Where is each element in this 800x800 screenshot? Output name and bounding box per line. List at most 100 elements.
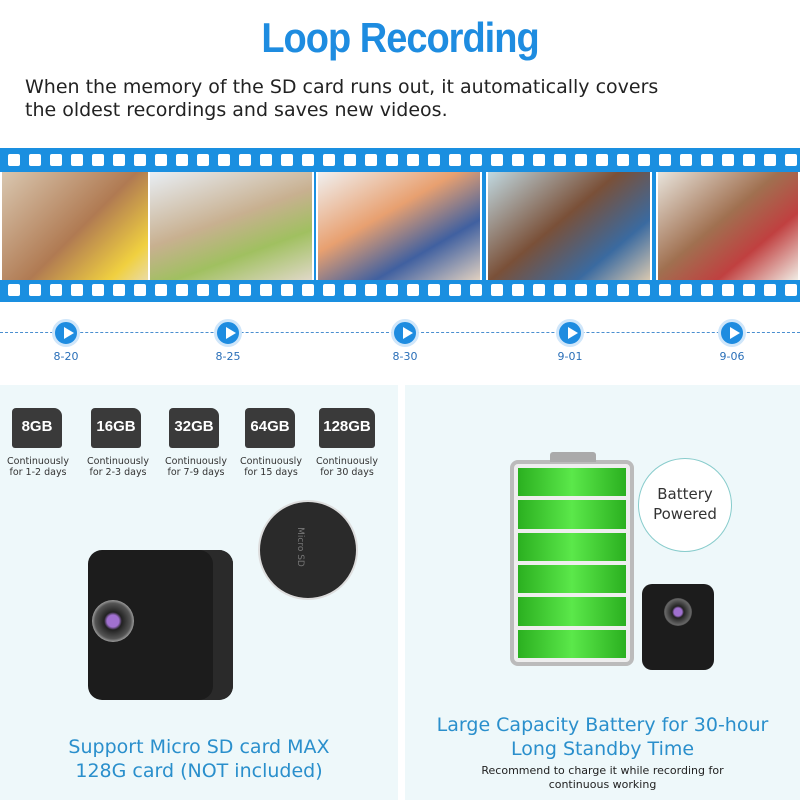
play-icon[interactable]: [214, 319, 242, 347]
description: When the memory of the SD card runs out,…: [25, 76, 658, 122]
sprocket-hole: [386, 154, 398, 166]
sd-slot-closeup: Micro SD: [258, 500, 358, 600]
sprocket-hole: [92, 284, 104, 296]
sprocket-hole: [323, 284, 335, 296]
timeline-date: 8-30: [392, 350, 418, 363]
sprocket-hole: [239, 284, 251, 296]
sprocket-hole: [239, 154, 251, 166]
photo-toddler-toys: [316, 172, 482, 280]
sprocket-hole: [449, 284, 461, 296]
sprocket-hole: [554, 284, 566, 296]
sprocket-hole: [659, 154, 671, 166]
sprocket-hole: [29, 154, 41, 166]
sd-card-icon: 64GB: [245, 408, 295, 448]
play-icon[interactable]: [718, 319, 746, 347]
timeline-date: 9-06: [719, 350, 745, 363]
sprocket-hole: [281, 284, 293, 296]
sprocket-hole: [71, 154, 83, 166]
sprocket-hole: [386, 284, 398, 296]
sprocket-hole: [512, 154, 524, 166]
sprocket-hole: [428, 154, 440, 166]
sprocket-hole: [491, 284, 503, 296]
play-icon[interactable]: [52, 319, 80, 347]
sprocket-hole: [722, 154, 734, 166]
timeline-date: 8-25: [215, 350, 241, 363]
sprocket-hole: [470, 284, 482, 296]
sprocket-hole: [701, 154, 713, 166]
sprocket-hole: [8, 154, 20, 166]
sprocket-hole: [323, 154, 335, 166]
sprocket-hole: [197, 154, 209, 166]
sd-card-icon: 16GB: [91, 408, 141, 448]
sprocket-hole: [764, 284, 776, 296]
battery-icon: [510, 452, 634, 666]
camera-image: [88, 550, 233, 700]
sprocket-hole: [449, 154, 461, 166]
sprocket-hole: [617, 284, 629, 296]
sprocket-hole: [638, 284, 650, 296]
timeline-date: 8-20: [53, 350, 79, 363]
sprocket-hole: [701, 284, 713, 296]
camera-lens-icon: [92, 600, 134, 642]
sprocket-hole: [407, 284, 419, 296]
sprocket-hole: [176, 154, 188, 166]
sprocket-hole: [365, 284, 377, 296]
sprocket-hole: [365, 154, 377, 166]
sprocket-hole: [71, 284, 83, 296]
timeline-date: 9-01: [557, 350, 583, 363]
sprocket-hole: [302, 154, 314, 166]
sprocket-hole: [554, 154, 566, 166]
sprocket-hole: [113, 154, 125, 166]
sprocket-hole: [575, 154, 587, 166]
sprocket-hole: [680, 284, 692, 296]
sprocket-hole: [470, 154, 482, 166]
sprocket-hole: [680, 154, 692, 166]
camera-lens-icon: [664, 598, 692, 626]
sprocket-hole: [302, 284, 314, 296]
sprocket-hole: [722, 284, 734, 296]
sd-card-icon: 32GB: [169, 408, 219, 448]
sprocket-hole: [491, 154, 503, 166]
sprocket-hole: [155, 154, 167, 166]
sprocket-hole: [8, 284, 20, 296]
sprocket-hole: [344, 154, 356, 166]
sprocket-hole: [428, 284, 440, 296]
sprocket-hole: [659, 284, 671, 296]
sprocket-hole: [29, 284, 41, 296]
sprocket-hole: [407, 154, 419, 166]
sprocket-hole: [617, 154, 629, 166]
sd-card-icon: 128GB: [319, 408, 375, 448]
sprocket-hole: [92, 154, 104, 166]
sprocket-hole: [743, 154, 755, 166]
page-title: Loop Recording: [261, 15, 539, 63]
sprocket-hole: [197, 284, 209, 296]
play-icon[interactable]: [391, 319, 419, 347]
camera-small-image: [642, 584, 714, 670]
sd-card-icon: 8GB: [12, 408, 62, 448]
sprocket-hole: [260, 154, 272, 166]
photo-mother-baby: [0, 172, 166, 280]
description-line: When the memory of the SD card runs out,…: [25, 76, 659, 98]
sprocket-hole: [134, 284, 146, 296]
sprocket-hole: [575, 284, 587, 296]
sprocket-hole: [596, 284, 608, 296]
photo-child-playing: [148, 172, 314, 280]
sprocket-hole: [50, 154, 62, 166]
sprocket-hole: [533, 284, 545, 296]
sprocket-hole: [785, 154, 797, 166]
sprocket-hole: [533, 154, 545, 166]
sprocket-hole: [176, 284, 188, 296]
description-line: the oldest recordings and saves new vide…: [25, 99, 448, 121]
sprocket-hole: [638, 154, 650, 166]
play-icon[interactable]: [556, 319, 584, 347]
film-strip: [0, 148, 800, 302]
sprocket-hole: [596, 154, 608, 166]
sprocket-hole: [134, 154, 146, 166]
